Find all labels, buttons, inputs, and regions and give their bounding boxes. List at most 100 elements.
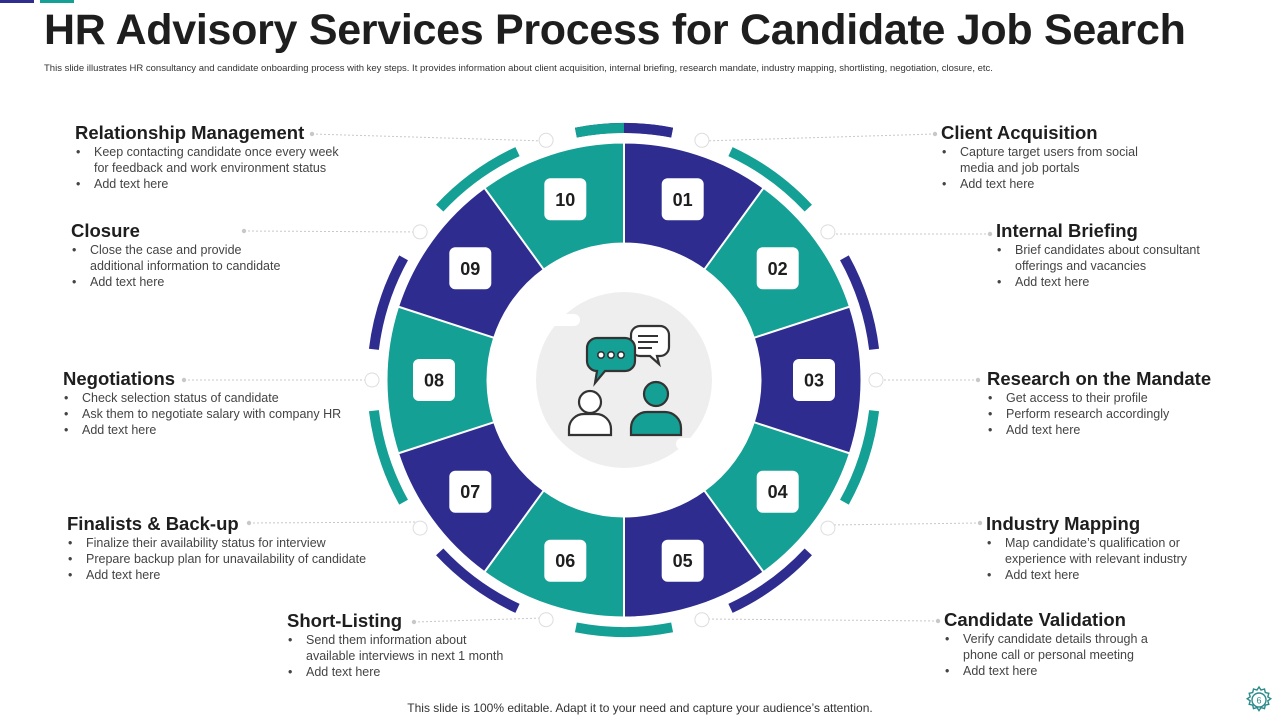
- step-title: Research on the Mandate: [987, 368, 1212, 389]
- step-bullet: Ask them to negotiate salary with compan…: [63, 406, 363, 422]
- bullet-text: Add text here: [960, 177, 1035, 191]
- step-number: 06: [555, 551, 575, 571]
- step-bullets: Check selection status of candidateAsk t…: [63, 390, 363, 438]
- outer-ring-arc: [840, 255, 880, 350]
- outer-ring-arc: [368, 255, 408, 350]
- footer-note: This slide is 100% editable. Adapt it to…: [407, 701, 873, 715]
- ring-dot: [820, 520, 836, 536]
- step-bullet: Get access to their profile: [987, 390, 1280, 406]
- step-bullet: Finalize their availability status for i…: [67, 535, 367, 551]
- bullet-text: phone call or personal meeting: [963, 648, 1134, 662]
- bullet-text: Keep contacting candidate once every wee…: [94, 145, 339, 159]
- ring-dot: [820, 224, 836, 240]
- step-title: Closure: [71, 220, 140, 241]
- bullet-text: media and job portals: [960, 161, 1080, 175]
- step-title: Industry Mapping: [986, 513, 1141, 534]
- leader-endpoint: [241, 228, 247, 234]
- step-number-box: [756, 470, 799, 513]
- wheel-separator: [483, 187, 545, 270]
- step-number: 02: [768, 259, 788, 279]
- wheel-separator: [753, 305, 850, 339]
- leader-endpoint: [932, 131, 938, 137]
- leader-endpoint: [246, 520, 252, 526]
- bullet-text: Finalize their availability status for i…: [86, 536, 326, 550]
- bullet-text: available interviews in next 1 month: [306, 649, 504, 663]
- step-title: Internal Briefing: [996, 220, 1138, 241]
- bullet-text: Add text here: [90, 275, 165, 289]
- step-number-box: [544, 178, 587, 221]
- bullet-text: Add text here: [82, 423, 157, 437]
- step-bullets: Verify candidate details through a phone …: [944, 631, 1244, 679]
- outer-ring-arc: [574, 122, 625, 138]
- bullet-text: Add text here: [1005, 568, 1080, 582]
- ring-dot: [694, 132, 710, 148]
- ring-dot: [538, 132, 554, 148]
- step-bullet: Add text here: [71, 274, 371, 290]
- bullet-text: Map candidate’s qualification or: [1005, 536, 1180, 550]
- step-number: 01: [673, 190, 693, 210]
- step-bullets: Capture target users from social media an…: [941, 144, 1241, 192]
- step-title: Short-Listing: [287, 610, 403, 631]
- step-block-09: ClosureClose the case and provideadditio…: [71, 220, 371, 290]
- step-bullet: Check selection status of candidate: [63, 390, 363, 406]
- leader-line: [248, 521, 419, 524]
- leader-endpoint: [975, 377, 981, 383]
- step-number-box: [544, 539, 587, 582]
- step-number: 07: [460, 482, 480, 502]
- leader-endpoint: [181, 377, 187, 383]
- leader-line: [705, 618, 939, 622]
- outer-ring-arc: [840, 410, 880, 505]
- bullet-text: Check selection status of candidate: [82, 391, 279, 405]
- step-bullet: Perform research accordingly: [987, 406, 1280, 422]
- step-number: 03: [804, 371, 824, 391]
- step-bullet: Add text here: [944, 663, 1244, 679]
- page-number: 6: [1256, 696, 1261, 706]
- leader-line: [413, 617, 544, 623]
- step-title: Finalists & Back-up: [67, 513, 239, 534]
- step-bullet: Capture target users from social media an…: [941, 144, 1241, 176]
- backdrop-stripe: [676, 438, 736, 450]
- step-block-02: Internal BriefingBrief candidates about …: [996, 220, 1280, 290]
- step-number-box: [661, 539, 704, 582]
- backdrop-stripe: [520, 314, 580, 326]
- outer-ring-arc: [574, 622, 674, 638]
- leader-line: [243, 230, 423, 233]
- step-bullet: Add text here: [75, 176, 375, 192]
- leader-endpoint: [411, 619, 417, 625]
- step-number: 09: [460, 259, 480, 279]
- bullet-text: Add text here: [94, 177, 169, 191]
- step-bullet: Verify candidate details through a phone …: [944, 631, 1244, 663]
- step-block-03: Research on the MandateGet access to the…: [987, 368, 1280, 438]
- step-bullet: Add text here: [941, 176, 1241, 192]
- step-bullets: Map candidate’s qualification orexperien…: [986, 535, 1280, 583]
- bullet-text: Prepare backup plan for unavailability o…: [86, 552, 367, 566]
- wheel-separator: [753, 421, 850, 455]
- ring-dot: [538, 612, 554, 628]
- bullet-text: Add text here: [1015, 275, 1090, 289]
- step-title: Client Acquisition: [941, 122, 1098, 143]
- step-title: Relationship Management: [75, 122, 305, 143]
- step-bullet: Map candidate’s qualification orexperien…: [986, 535, 1280, 567]
- bullet-text: Send them information about: [306, 633, 467, 647]
- step-number-box: [449, 470, 492, 513]
- bullet-text: offerings and vacancies: [1015, 259, 1147, 273]
- step-bullets: Finalize their availability status for i…: [67, 535, 367, 583]
- bullet-text: Add text here: [306, 665, 381, 679]
- bullet-text: Verify candidate details through a: [963, 632, 1148, 646]
- outer-ring-arc: [728, 147, 812, 212]
- ring-dot: [694, 612, 710, 628]
- outer-ring-arc: [368, 410, 408, 505]
- wheel-separator: [398, 305, 495, 339]
- outer-ring-arc: [436, 548, 520, 613]
- bullet-text: Add text here: [86, 568, 161, 582]
- ring-dot: [412, 520, 428, 536]
- step-bullet: Prepare backup plan for unavailability o…: [67, 551, 367, 567]
- step-bullet: Send them information about available int…: [287, 632, 587, 664]
- slide-title: HR Advisory Services Process for Candida…: [44, 6, 1186, 54]
- step-bullet: Add text here: [63, 422, 363, 438]
- bullet-text: Capture target users from social: [960, 145, 1138, 159]
- bullet-text: additional information to candidate: [90, 259, 281, 273]
